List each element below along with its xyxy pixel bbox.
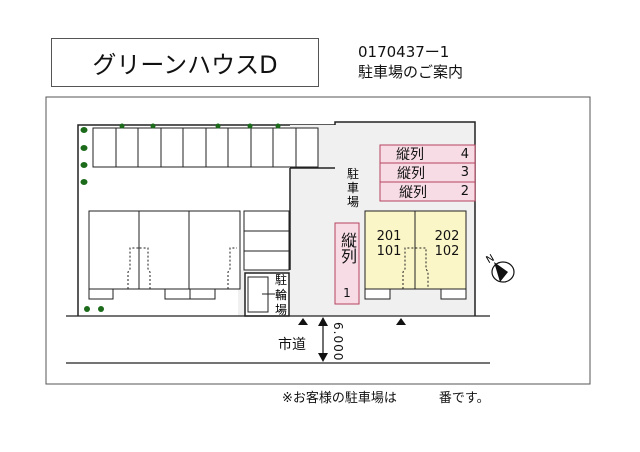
property-name: グリーンハウスD xyxy=(92,51,278,79)
svg-text:車: 車 xyxy=(347,181,359,195)
unit-lower: 102 xyxy=(434,244,460,259)
svg-text:場: 場 xyxy=(347,195,359,209)
unit-upper: 202 xyxy=(434,229,460,244)
parallel-parking-rows xyxy=(379,144,476,202)
unit-upper: 201 xyxy=(376,229,402,244)
assigned-parking-note: ※お客様の駐車場は 番です。 xyxy=(282,387,490,406)
note-prefix: ※お客様の駐車場は xyxy=(282,391,397,406)
vertical-parking-label: 縦列 xyxy=(338,232,357,264)
unit-201-101: 201 101 xyxy=(368,229,410,259)
unit-lower: 101 xyxy=(376,244,402,259)
road-label: 市道 xyxy=(278,337,306,353)
vertical-parking-1 xyxy=(334,222,360,305)
road xyxy=(66,315,490,364)
parking-row-number: 2 xyxy=(460,184,469,199)
tree-icons-left xyxy=(80,127,104,312)
property-info: 0170437ー1 駐車場のご案内 xyxy=(358,42,463,82)
bicycle-char-3: 場 xyxy=(275,303,287,317)
bicycle-char-1: 駐 xyxy=(275,272,287,287)
stair-outlines-left xyxy=(127,247,237,289)
vertical-parking-number: 1 xyxy=(343,286,351,300)
top-stall-row xyxy=(92,127,319,168)
north-arrow-icon: N xyxy=(485,253,515,283)
entrance-arrow-1 xyxy=(298,318,308,325)
bicycle-char-2: 輪 xyxy=(275,287,287,302)
storage-stalls xyxy=(243,210,290,271)
entrance-arrow-2 xyxy=(396,318,406,325)
right-building xyxy=(364,210,467,300)
parking-row-3: 縦列 3 xyxy=(380,163,475,182)
property-code: 0170437ー1 xyxy=(358,43,450,61)
parking-row-number: 3 xyxy=(460,165,469,180)
road-width-label: 6.000 xyxy=(331,322,345,362)
parking-row-number: 4 xyxy=(460,146,469,162)
unit-202-102: 202 102 xyxy=(426,229,468,259)
property-name-box: グリーンハウスD xyxy=(51,38,319,87)
parking-lot-boundary xyxy=(334,121,476,316)
note-suffix: 番です。 xyxy=(438,391,490,406)
parking-label: 駐 車 場 xyxy=(347,166,359,209)
parking-guide-title: 駐車場のご案内 xyxy=(358,63,464,81)
left-building xyxy=(88,210,241,300)
tree-icons-top xyxy=(119,123,281,129)
parking-row-label: 縦列 xyxy=(397,165,425,182)
parking-row-4: 縦列 4 xyxy=(380,145,475,164)
svg-text:駐: 駐 xyxy=(347,166,359,181)
parking-row-label: 縦列 xyxy=(396,147,424,163)
svg-text:N: N xyxy=(485,253,497,266)
parking-row-label: 縦列 xyxy=(399,184,427,201)
bicycle-parking: 駐 輪 場 xyxy=(244,272,290,317)
parking-row-2: 縦列 2 xyxy=(380,182,475,201)
